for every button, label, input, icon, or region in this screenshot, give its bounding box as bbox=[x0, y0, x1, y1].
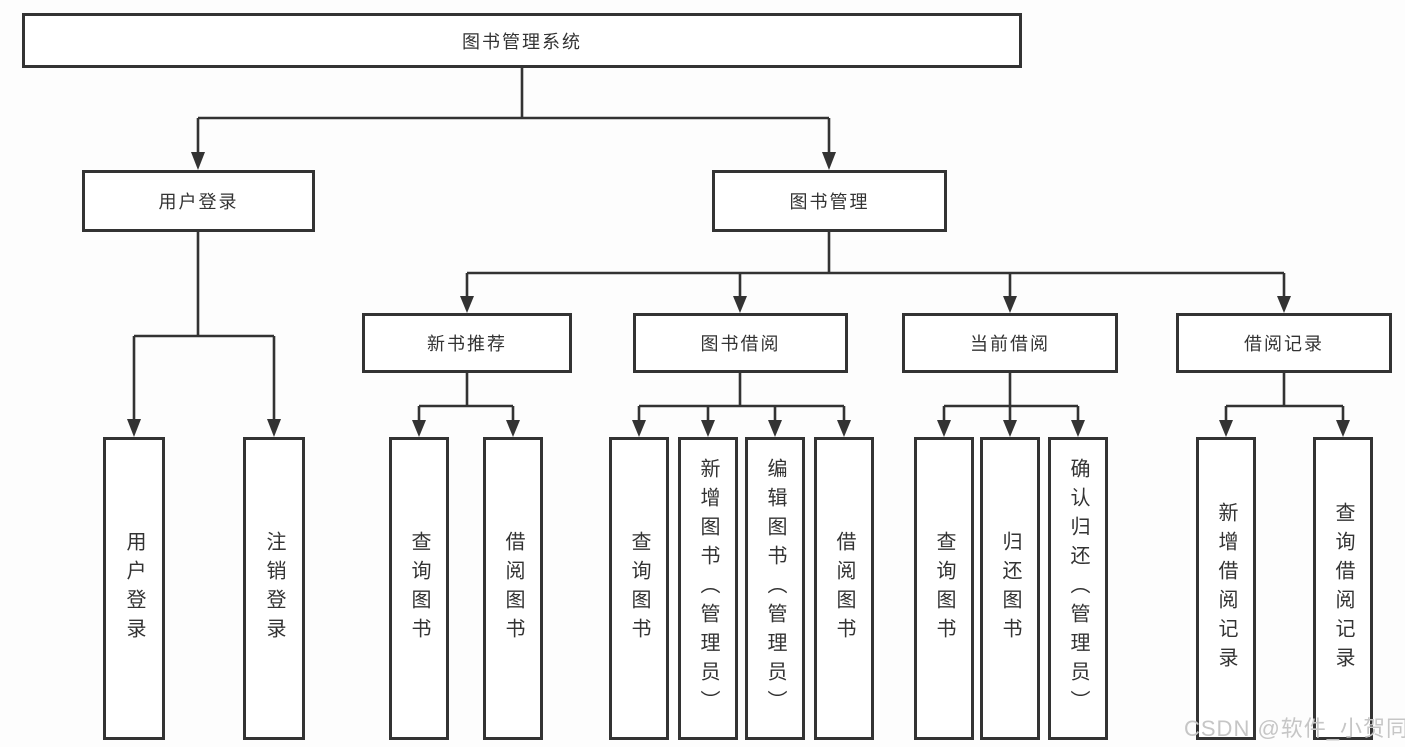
node-label: 当前借阅 bbox=[970, 334, 1050, 354]
leaf-user-login: 用户登录 bbox=[103, 437, 165, 740]
csdn-watermark: CSDN @软件_小贺同学 bbox=[1184, 716, 1405, 741]
leaf-edit-book-admin: 编辑图书（管理员） bbox=[745, 437, 805, 740]
leaf-confirm-return-admin: 确认归还（管理员） bbox=[1048, 437, 1108, 740]
node-label: 归还图书 bbox=[999, 530, 1021, 647]
leaf-logout: 注销登录 bbox=[243, 437, 305, 740]
node-label: 新增图书（管理员） bbox=[697, 458, 719, 719]
node-label: 查询图书 bbox=[628, 530, 650, 647]
leaf-query-books-recommend: 查询图书 bbox=[389, 437, 449, 740]
node-label: 注销登录 bbox=[263, 530, 285, 647]
leaf-return-book: 归还图书 bbox=[980, 437, 1040, 740]
leaf-add-borrow-record: 新增借阅记录 bbox=[1196, 437, 1256, 740]
leaf-query-borrow-record: 查询借阅记录 bbox=[1313, 437, 1373, 740]
node-label: 图书管理系统 bbox=[462, 31, 582, 52]
leaf-borrow-books-recommend: 借阅图书 bbox=[483, 437, 543, 740]
node-label: 图书管理 bbox=[789, 192, 870, 212]
node-new-book-recommend: 新书推荐 bbox=[362, 313, 572, 373]
leaf-add-book-admin: 新增图书（管理员） bbox=[678, 437, 738, 740]
node-current-borrowing: 当前借阅 bbox=[902, 313, 1118, 373]
node-label: 借阅记录 bbox=[1244, 334, 1324, 354]
leaf-query-books-current: 查询图书 bbox=[914, 437, 974, 740]
leaf-borrow-books: 借阅图书 bbox=[814, 437, 874, 740]
node-label: 查询图书 bbox=[408, 530, 430, 647]
node-book-borrowing: 图书借阅 bbox=[633, 313, 848, 373]
node-label: 查询借阅记录 bbox=[1332, 501, 1354, 676]
node-user-login: 用户登录 bbox=[82, 170, 315, 232]
node-label: 图书借阅 bbox=[700, 334, 781, 354]
node-label: 新书推荐 bbox=[427, 334, 507, 354]
node-label: 用户登录 bbox=[158, 192, 239, 212]
leaf-query-books-borrowing: 查询图书 bbox=[609, 437, 669, 740]
node-system-root: 图书管理系统 bbox=[22, 13, 1022, 68]
node-label: 借阅图书 bbox=[833, 530, 855, 647]
node-label: 新增借阅记录 bbox=[1215, 501, 1237, 676]
node-label: 确认归还（管理员） bbox=[1067, 458, 1089, 719]
node-label: 查询图书 bbox=[933, 530, 955, 647]
node-label: 用户登录 bbox=[123, 530, 145, 647]
node-label: 借阅图书 bbox=[502, 530, 524, 647]
node-label: 编辑图书（管理员） bbox=[764, 458, 786, 719]
node-borrow-records: 借阅记录 bbox=[1176, 313, 1392, 373]
node-book-management: 图书管理 bbox=[712, 170, 947, 232]
